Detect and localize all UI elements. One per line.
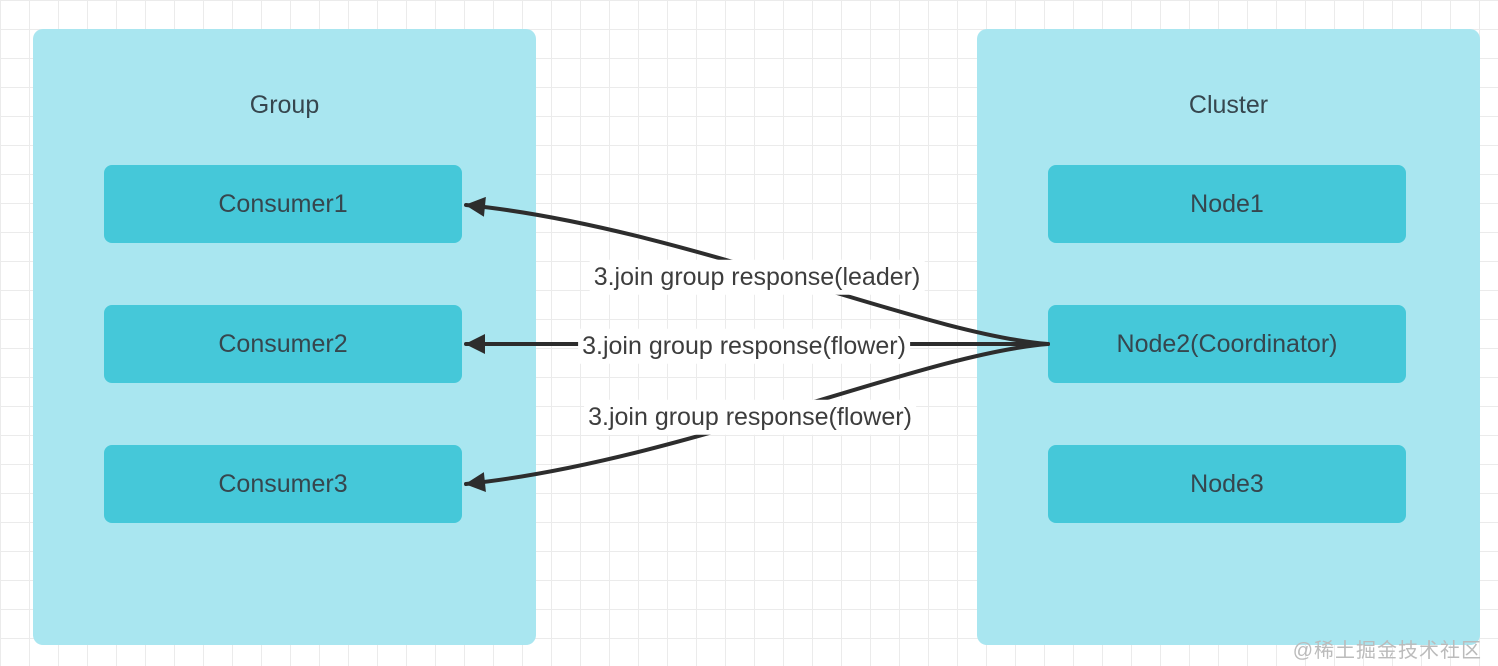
cluster-title: Cluster [1188,91,1269,119]
node-node2-coordinator[interactable]: Node2(Coordinator) [1048,305,1406,383]
cluster-container[interactable]: Cluster Node1 Node2(Coordinator) Node3 [977,29,1480,645]
node-consumer2-label: Consumer2 [218,329,348,358]
node-consumer1[interactable]: Consumer1 [104,165,462,243]
node-node3-label: Node3 [1190,469,1264,498]
node-node2-label: Node2(Coordinator) [1116,329,1338,358]
node-node3[interactable]: Node3 [1048,445,1406,523]
group-container[interactable]: Group Consumer1 Consumer2 Consumer3 [33,29,536,645]
node-node1[interactable]: Node1 [1048,165,1406,243]
group-title: Group [249,91,320,119]
edge-label-leader: 3.join group response(leader) [589,259,925,295]
node-consumer3-label: Consumer3 [218,469,348,498]
edge-label-flower-1: 3.join group response(flower) [578,328,910,364]
juejin-watermark: @稀土掘金技术社区 [1292,640,1482,662]
edge-label-flower-2: 3.join group response(flower) [584,399,916,435]
node-consumer2[interactable]: Consumer2 [104,305,462,383]
node-consumer3[interactable]: Consumer3 [104,445,462,523]
node-node1-label: Node1 [1190,189,1264,218]
node-consumer1-label: Consumer1 [218,189,348,218]
